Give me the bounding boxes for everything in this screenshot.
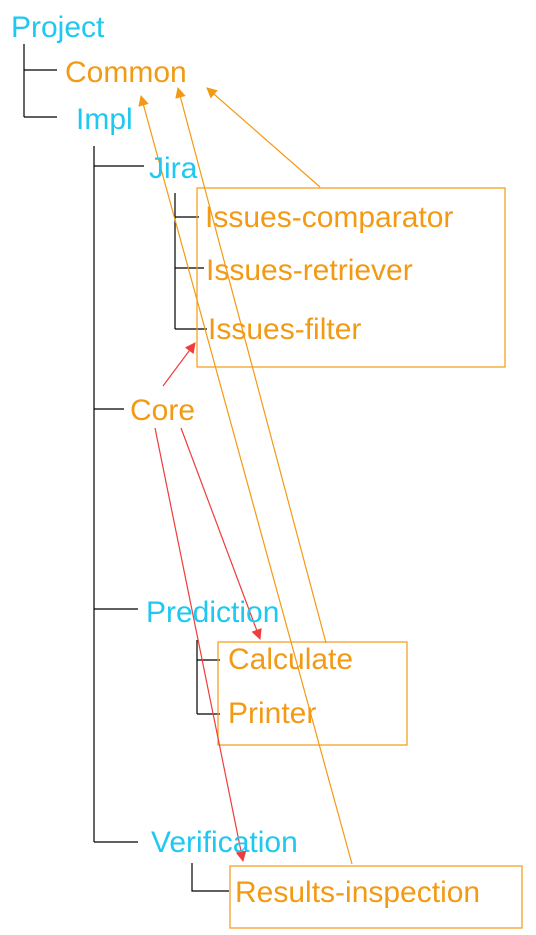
dependency-arrow-core-issues-filter	[162, 342, 196, 387]
node-printer: Printer	[228, 697, 316, 730]
node-calculate: Calculate	[228, 643, 353, 676]
dependency-arrow-core-results-inspection	[154, 427, 247, 863]
tree-line-project	[23, 44, 57, 118]
tree-line-verification	[191, 863, 229, 892]
node-prediction: Prediction	[146, 596, 279, 629]
verification-modules-box	[229, 865, 523, 929]
tree-line-prediction	[196, 640, 220, 715]
prediction-modules-box	[217, 641, 408, 746]
node-verification: Verification	[151, 826, 298, 859]
tree-lines	[23, 44, 229, 892]
node-common: Common	[65, 56, 187, 89]
tree-line-jira	[174, 193, 207, 330]
node-jira: Jira	[149, 152, 198, 185]
dependency-arrows	[138, 86, 353, 865]
node-issues-filter: Issues-filter	[208, 313, 361, 346]
dependency-arrow-jira-common	[206, 87, 321, 188]
tree-line-impl	[93, 146, 144, 843]
dependency-arrow-prediction-common	[175, 86, 327, 644]
dependency-arrow-verification-common	[138, 94, 353, 865]
jira-modules-box	[196, 187, 506, 368]
node-results-inspection: Results-inspection	[235, 876, 480, 909]
node-core: Core	[130, 394, 195, 427]
node-impl: Impl	[76, 103, 133, 136]
node-project: Project	[11, 11, 105, 44]
node-issues-retriever: Issues-retriever	[206, 254, 413, 287]
dependency-arrow-core-calculate	[180, 427, 262, 641]
node-issues-comparator: Issues-comparator	[205, 201, 453, 234]
